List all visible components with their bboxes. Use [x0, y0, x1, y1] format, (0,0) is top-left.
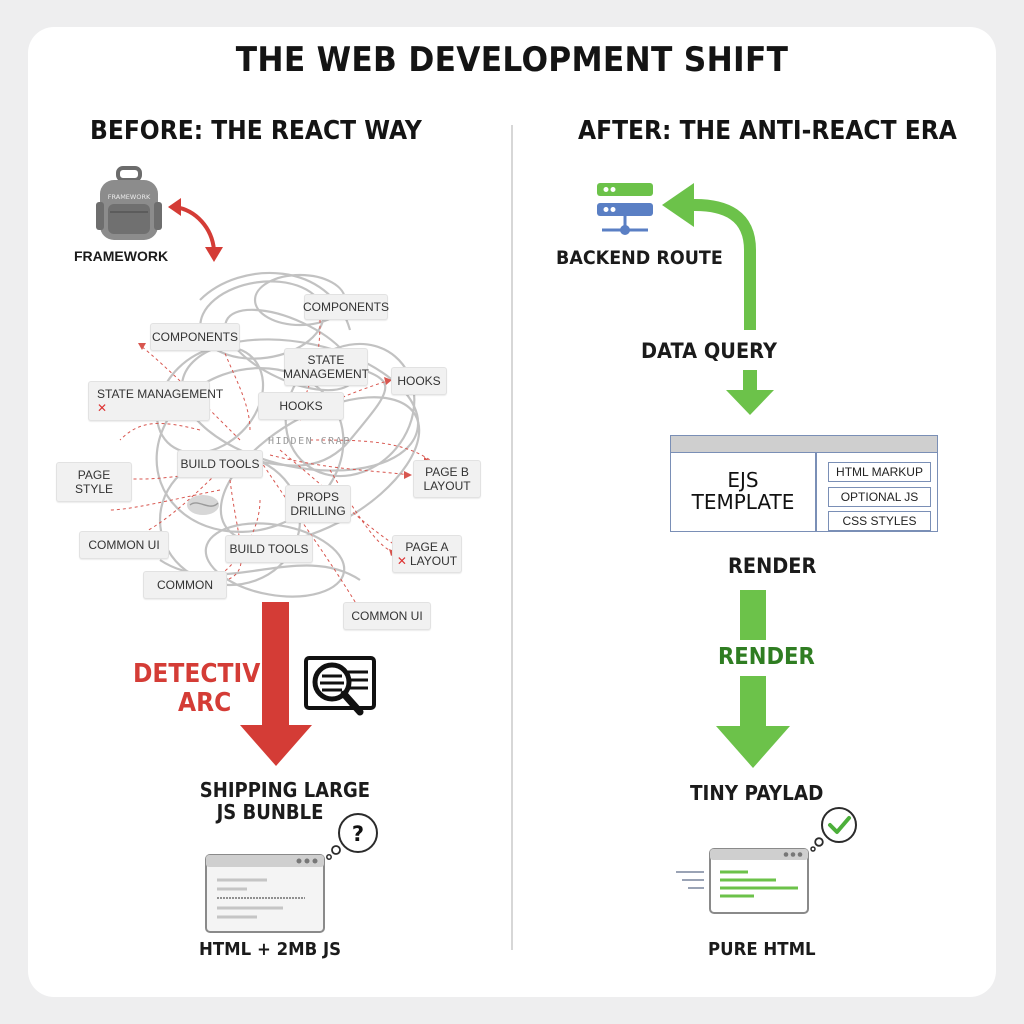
chip-page-b-layout: PAGE B LAYOUT: [413, 460, 481, 498]
chip-page-a-layout: PAGE A ✕LAYOUT: [392, 535, 462, 573]
render-label-green: RENDER: [718, 644, 815, 670]
chip-build-tools-bottom: BUILD TOOLS: [225, 535, 313, 563]
magnifier-document-icon: [304, 656, 376, 716]
question-mark: ?: [352, 822, 364, 846]
left-footer: HTML + 2MB JS: [199, 939, 342, 960]
backpack-icon: FRAMEWORK: [96, 166, 162, 240]
html-markup-label: HTML MARKUP: [828, 462, 931, 482]
large-bundle-label: SHIPPING LARGE JS BUNBLE: [199, 778, 371, 825]
browser-window-icon: [676, 848, 809, 914]
browser-window-icon: [205, 854, 325, 933]
chip-common-ui-bottom: COMMON UI: [343, 602, 431, 630]
chip-hooks-right: HOOKS: [391, 367, 447, 395]
detective-arc-label: DETECTIVE ARC: [133, 659, 277, 719]
page-title: THE WEB DEVELOPMENT SHIFT: [235, 40, 789, 80]
server-icon: [597, 183, 653, 235]
hidden-crap-label: HIDDEN CRAP: [268, 436, 351, 447]
css-styles-label: CSS STYLES: [828, 511, 931, 531]
x-mark-icon: ✕: [97, 401, 108, 415]
chip-page-style: PAGE STYLE: [56, 462, 132, 502]
optional-js-label: OPTIONAL JS: [828, 487, 931, 507]
chip-state-management-left: STATE MANAGEMENT ✕: [88, 381, 223, 421]
chip-components-left: COMPONENTS: [150, 323, 240, 351]
check-bubble-icon: [810, 807, 857, 852]
chip-components-top: COMPONENTS: [303, 294, 389, 320]
chip-hooks-center: HOOKS: [258, 392, 344, 420]
framework-label: FRAMEWORK: [74, 248, 169, 264]
chip-state-management-center: STATE MANAGEMENT: [283, 348, 369, 386]
ejs-template-label: EJS TEMPLATE: [691, 468, 795, 514]
chip-props-drilling: PROPS DRILLING: [285, 485, 351, 523]
render-label-top: RENDER: [728, 554, 817, 578]
data-query-label: DATA QUERY: [641, 339, 777, 363]
column-divider: [511, 125, 513, 950]
chip-common: COMMON: [143, 571, 227, 599]
right-heading: AFTER: THE ANTI-REACT ERA: [578, 116, 957, 146]
question-bubble-icon: ?: [326, 813, 378, 860]
chip-build-tools-center: BUILD TOOLS: [177, 450, 263, 478]
right-footer: PURE HTML: [708, 939, 816, 960]
backend-route-label: BACKEND ROUTE: [556, 247, 723, 269]
left-heading: BEFORE: THE REACT WAY: [90, 116, 422, 146]
backpack-label: FRAMEWORK: [108, 193, 151, 201]
scribble-icon: [187, 495, 219, 515]
tiny-payload-label: TINY PAYLAD: [690, 781, 824, 805]
x-mark-icon: ✕: [396, 554, 407, 568]
chip-common-ui-left: COMMON UI: [79, 531, 169, 559]
